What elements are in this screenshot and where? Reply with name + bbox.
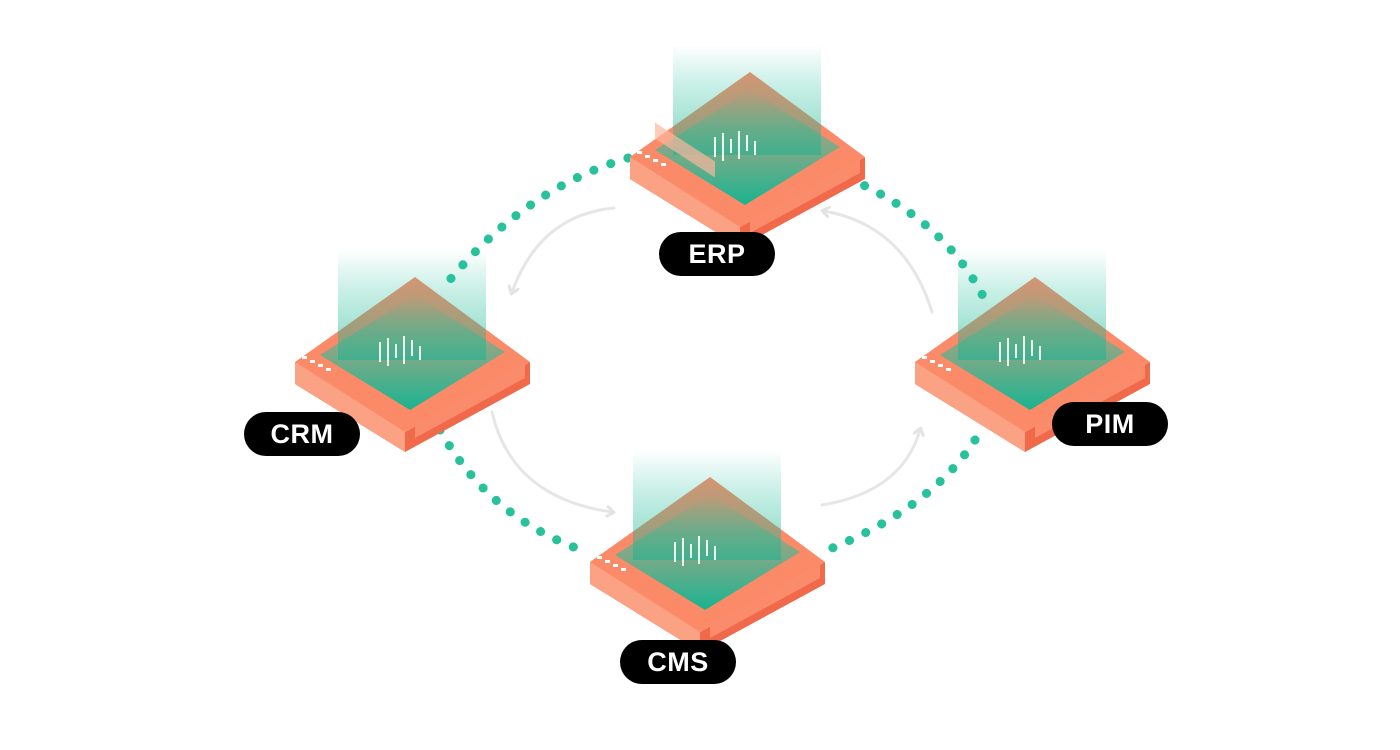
device-erp [630,45,865,247]
node-label-erp: ERP [659,232,775,276]
flow-arrow-pim-erp [824,211,934,314]
flow-arrow-cms-pim [820,430,920,507]
flow-arrows [490,206,934,512]
device-crm [295,250,530,452]
server-icon [630,45,865,247]
node-label-cms: CMS [620,640,736,684]
connector-pim-cms [815,435,980,558]
server-icon [590,450,825,652]
node-label-crm: CRM [244,412,360,456]
flow-arrow-erp-crm [512,206,616,292]
device-cms [590,450,825,652]
connector-crm-cms [435,425,595,558]
flow-arrow-crm-cms [490,410,612,512]
node-label-pim: PIM [1052,402,1168,446]
server-icon [295,250,530,452]
